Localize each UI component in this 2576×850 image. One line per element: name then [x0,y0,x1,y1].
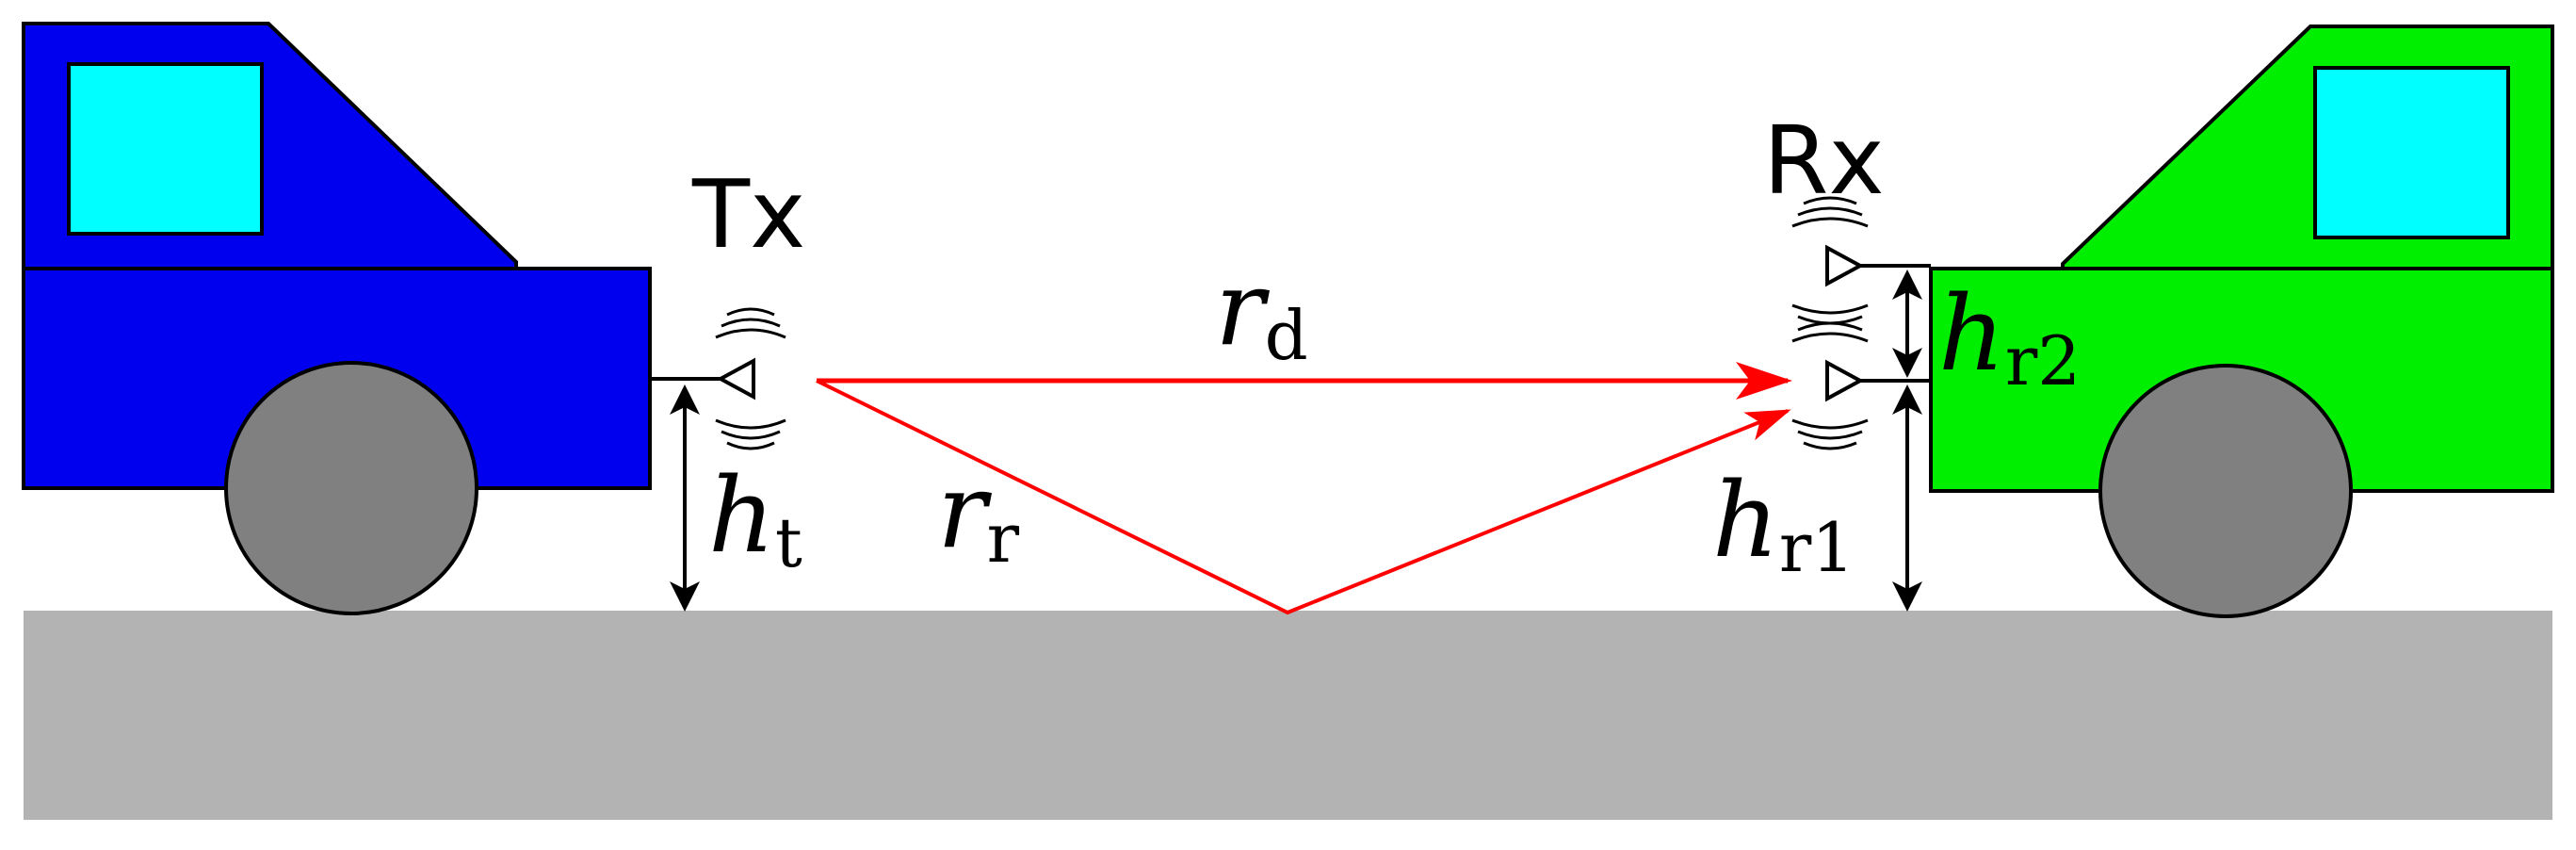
rx-vehicle [1929,25,2554,618]
reflected-path-label: rr [937,450,1020,578]
ground [24,611,2552,820]
direct-path-label: rd [1215,248,1308,375]
rx-label: Rx [1763,106,1885,216]
tx-antenna [650,307,786,450]
signal-waves-icon [715,307,786,450]
signal-waves-icon [1791,321,1869,450]
triangle-antenna-icon [716,357,755,400]
rx-height-1-label: hr1 [1712,460,1855,587]
tx-vehicle-window [67,62,264,236]
tx-vehicle [22,22,652,615]
rx-antenna-lower [1791,321,1931,450]
triangle-antenna-icon [1825,359,1865,402]
tx-vehicle-wheel [224,361,478,615]
rx-vehicle-wheel [2098,364,2353,618]
triangle-antenna-icon [1825,244,1865,287]
rx-height-2-label: hr2 [1938,273,2081,400]
tx-height-label: ht [708,455,802,582]
reflected-path-ray [816,379,1791,615]
tx-label: Tx [691,159,805,270]
rx-antenna-upper [1791,196,1931,325]
rx-vehicle-window [2313,66,2510,239]
